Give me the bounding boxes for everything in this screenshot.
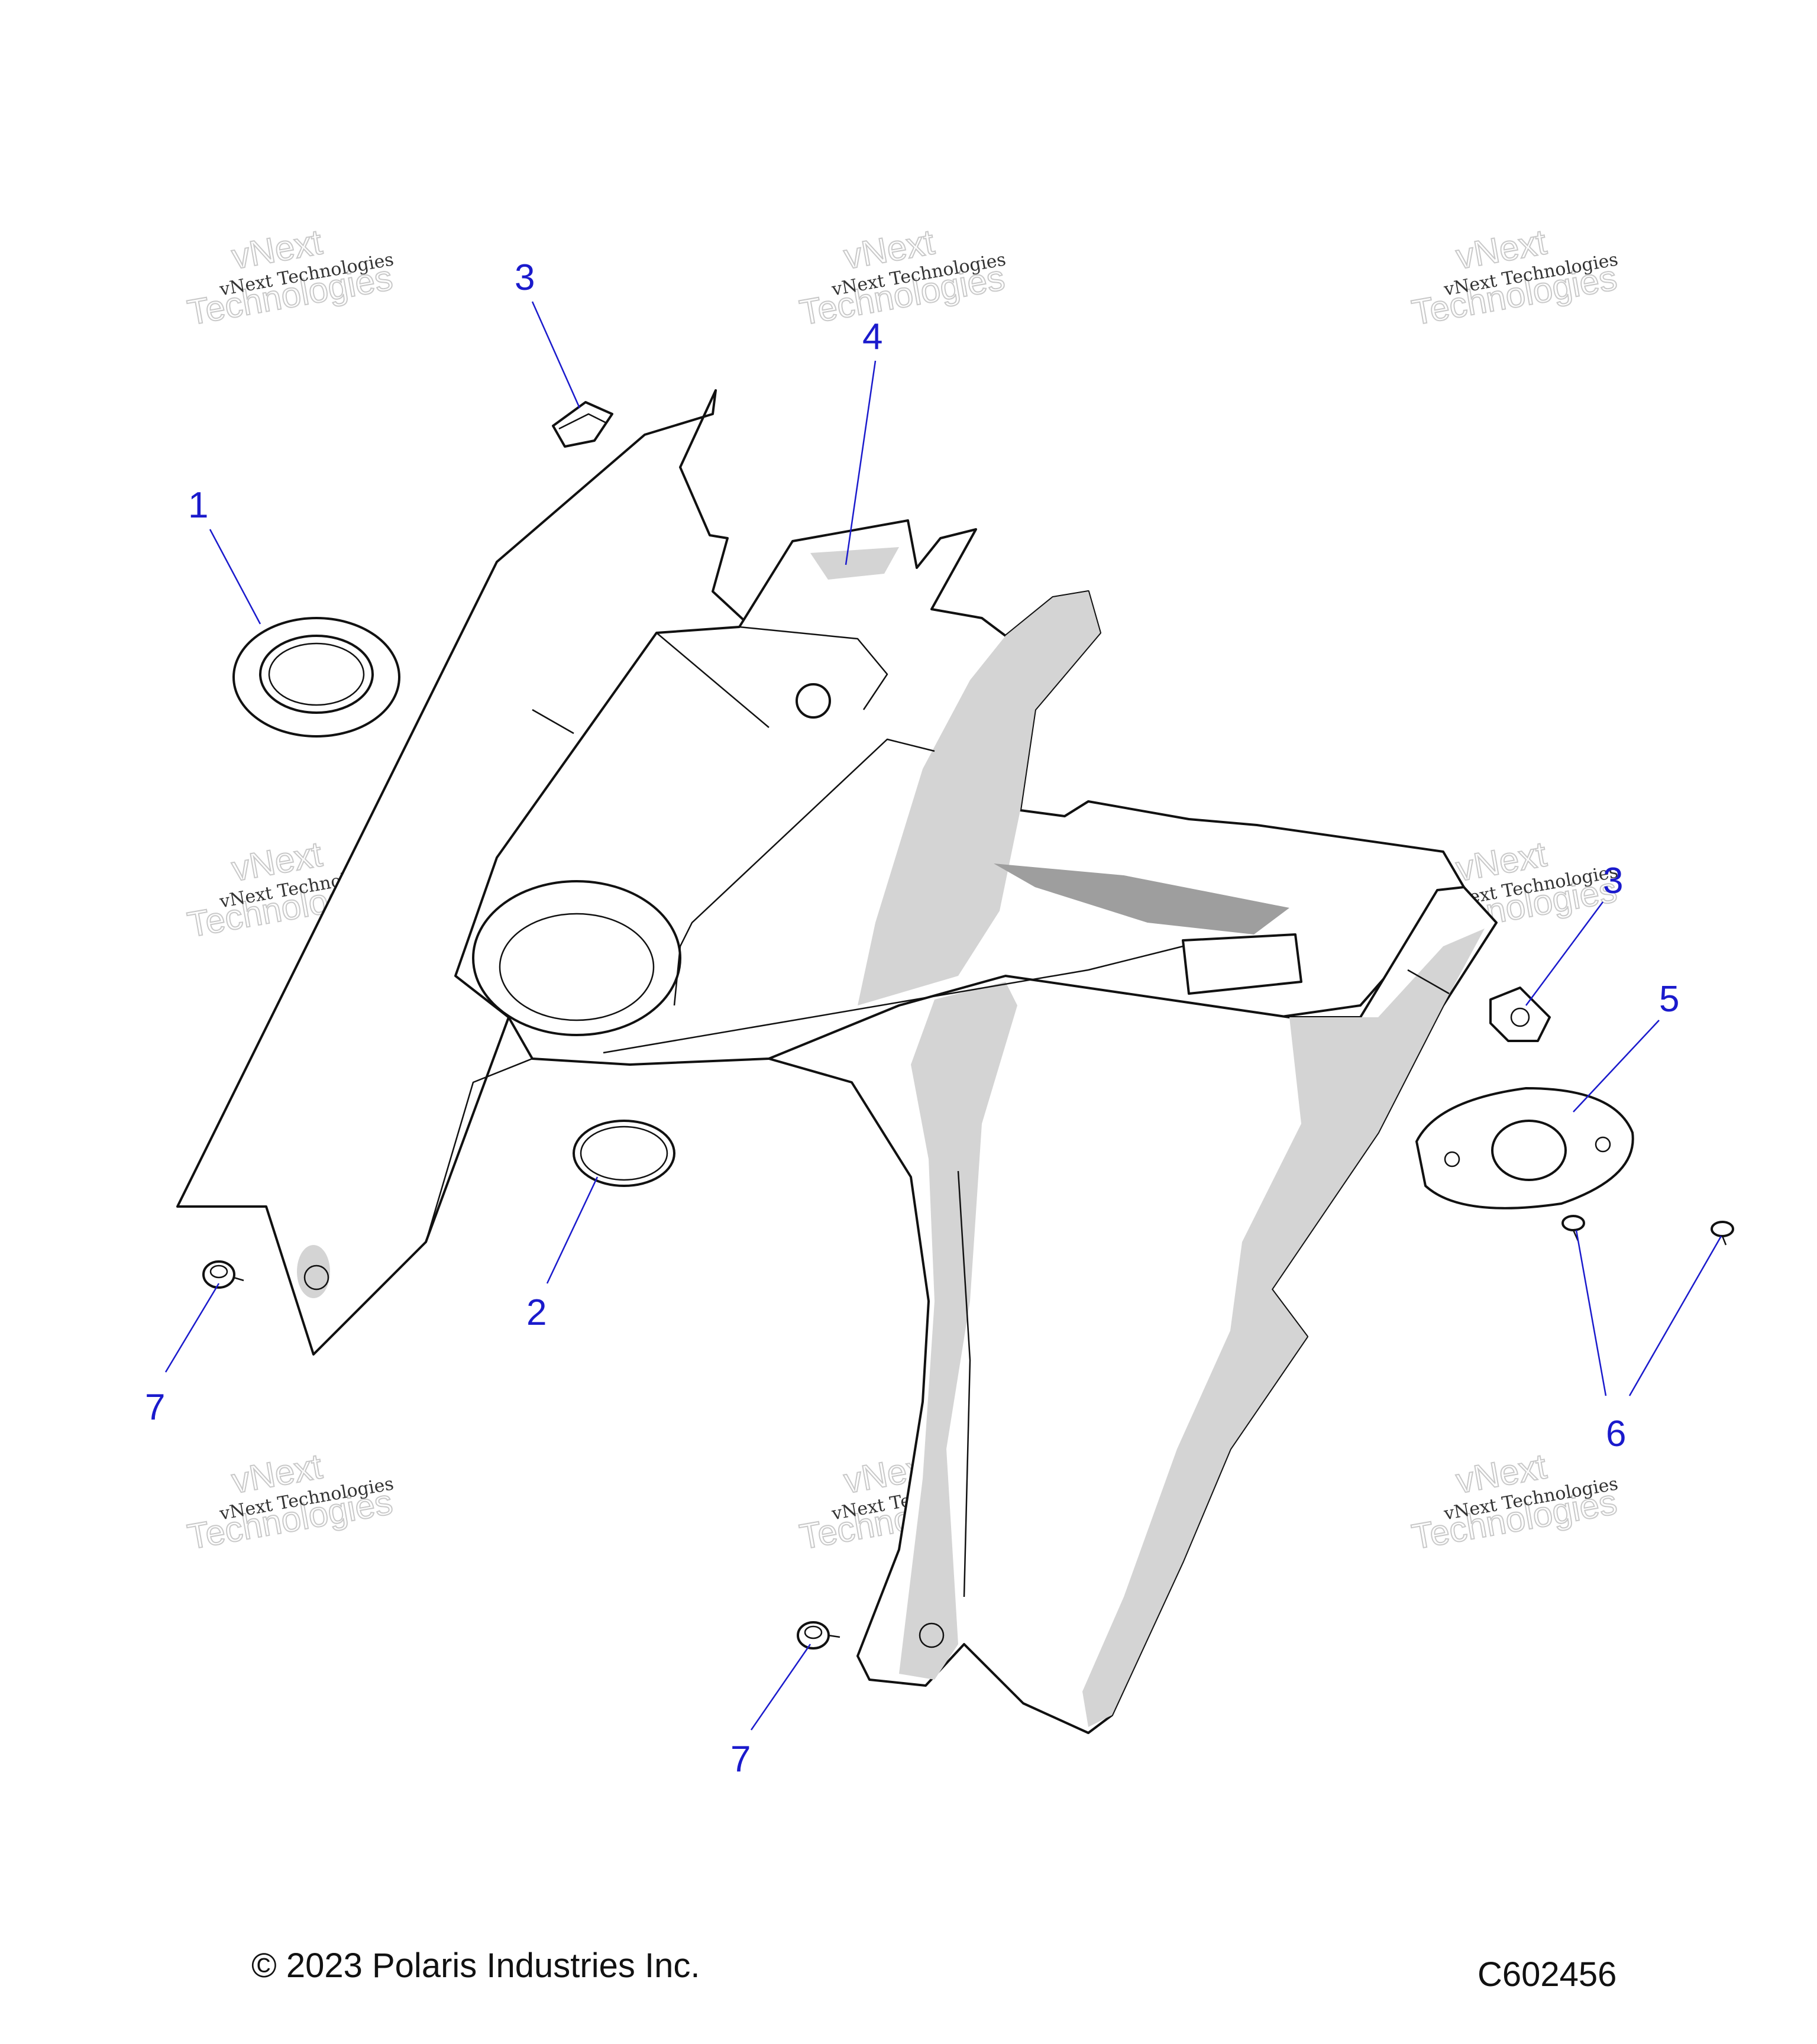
- panel-line: [603, 945, 1184, 1054]
- part-3-clip-right: [1489, 987, 1551, 1042]
- body-panel: [176, 389, 1498, 1734]
- part-6-screw: [1561, 1215, 1585, 1241]
- callout-5: 5: [1659, 979, 1679, 1020]
- panel-line: [957, 1170, 971, 1597]
- callout-6: 6: [1606, 1414, 1626, 1454]
- leader-line-7b: [750, 1644, 811, 1731]
- part-1-grommet: [232, 617, 400, 738]
- shading: [858, 591, 1100, 1005]
- watermark: vNext Technologies vNext Technologies: [796, 221, 1008, 333]
- leader-line-2: [546, 1176, 599, 1284]
- callout-7-bottom: 7: [730, 1739, 751, 1780]
- mount-hole: [303, 1264, 329, 1291]
- callout-3-upper: 3: [515, 257, 535, 298]
- seat-opening-inner: [499, 913, 655, 1021]
- part-6-screw: [1711, 1221, 1734, 1246]
- left-wing-panel: [176, 389, 752, 1356]
- leader-lines: [164, 301, 1722, 1731]
- panel-line: [1407, 969, 1450, 995]
- leader-line-1: [209, 529, 261, 625]
- part-5-gasket: [1415, 1087, 1634, 1209]
- part-7-rivet: [797, 1621, 840, 1650]
- leader-line-3-upper: [531, 301, 581, 409]
- shading: [994, 863, 1289, 934]
- leader-line-7a: [164, 1283, 220, 1373]
- leader-line-6b: [1628, 1236, 1722, 1396]
- shading: [899, 982, 1017, 1680]
- leader-line-3-right: [1525, 901, 1604, 1006]
- mount-hole: [919, 1622, 945, 1648]
- shading: [810, 547, 899, 580]
- panel-line: [532, 709, 574, 735]
- panel-line: [739, 626, 888, 710]
- watermark: vNext Technologies vNext Technologies: [1408, 221, 1621, 333]
- part-7-rivet: [202, 1260, 244, 1289]
- mount-tab: [908, 1600, 943, 1647]
- callout-7-left: 7: [145, 1387, 165, 1428]
- panel-line: [425, 1057, 533, 1243]
- callout-1: 1: [188, 485, 208, 526]
- leader-line-4: [845, 360, 877, 565]
- panel-line: [656, 632, 770, 728]
- watermark: vNext Technologies vNext Technologies: [184, 221, 396, 333]
- panel-line: [673, 738, 935, 1006]
- part-2-o-ring: [573, 1120, 675, 1187]
- vent-opening: [1182, 933, 1302, 995]
- seat-opening-outer: [472, 880, 681, 1036]
- shading: [1082, 929, 1485, 1727]
- copyright-text: © 2023 Polaris Industries Inc.: [251, 1946, 700, 1985]
- watermark: vNext Technologies vNext Technologies: [184, 1445, 396, 1557]
- callout-4: 4: [862, 316, 882, 357]
- leader-line-6a: [1575, 1230, 1607, 1396]
- callout-3-right: 3: [1603, 861, 1623, 901]
- callout-2: 2: [526, 1292, 547, 1333]
- watermark: vNext Technologies vNext Technologies: [1408, 1445, 1621, 1557]
- callouts: 1 2 3 3 4 5 6 7 7: [145, 257, 1679, 1780]
- leader-line-5: [1573, 1020, 1660, 1112]
- clip-hole: [796, 683, 831, 719]
- part-3-clip-upper: [552, 401, 613, 448]
- figure-code: C602456: [1477, 1955, 1617, 1994]
- mount-tab: [297, 1245, 330, 1298]
